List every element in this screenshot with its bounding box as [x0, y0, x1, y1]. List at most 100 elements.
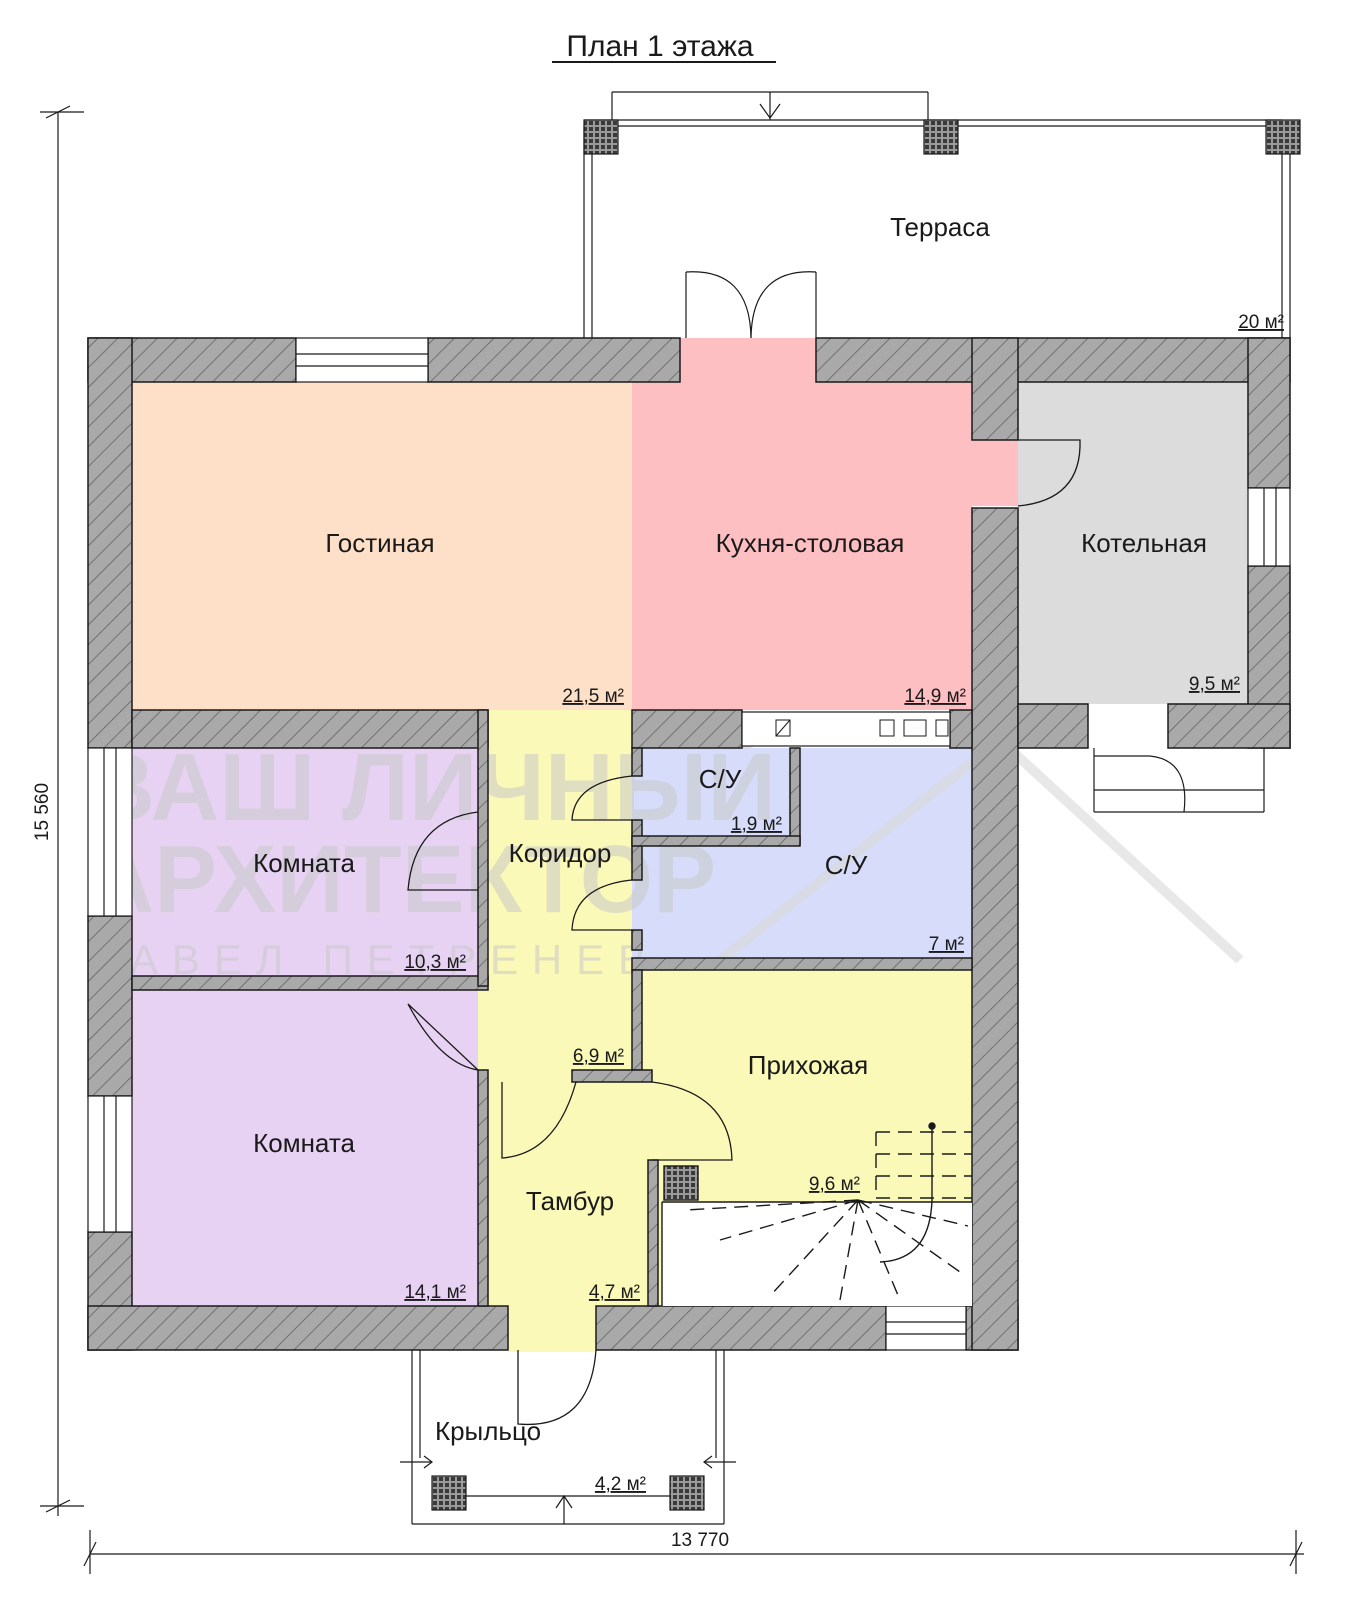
wall-wc-left-3	[631, 929, 643, 951]
watermark-line1: ВАШ ЛИЧНЫЙ	[86, 732, 776, 841]
wall-left-mid	[87, 915, 133, 1097]
door-wc-large	[571, 879, 633, 931]
wall-corridor-right-lower	[477, 1069, 489, 1307]
wall-room1-room2	[131, 975, 489, 991]
wall-wc-left	[631, 747, 643, 777]
doors	[407, 439, 1081, 1426]
walls	[87, 337, 1291, 1351]
boiler-steps	[1093, 748, 1265, 813]
room-fill-kitchen	[632, 380, 972, 710]
wall-boiler-bottom-right	[1167, 703, 1291, 749]
room-fill-kitchen-door	[970, 440, 1018, 506]
room-name-room1: Комната	[253, 848, 355, 878]
room-name-boiler: Котельная	[1081, 528, 1207, 558]
room-area-room2: 14,1 м²	[404, 1282, 466, 1303]
watermark: ВАШ ЛИЧНЫЙ АРХИТЕКТОР ПАВЕЛ ПЕТРЕНЕВ	[86, 732, 1244, 983]
door-entrance	[517, 1349, 597, 1426]
wall-left-upper	[87, 337, 133, 749]
room-name-room2: Комната	[253, 1128, 355, 1158]
wall-mid-horizontal-end	[949, 709, 973, 749]
room-name-porch: Крыльцо	[435, 1416, 541, 1446]
room-area-living: 21,5 м²	[562, 686, 624, 707]
terrace-column-left	[583, 119, 619, 155]
terrace	[583, 91, 1301, 339]
window-room2	[87, 1095, 133, 1233]
wall-mid-horizontal-left	[131, 709, 489, 749]
room-area-wc-small: 1,9 м²	[731, 814, 782, 835]
room-name-vestibule: Тамбур	[526, 1186, 614, 1216]
door-tambur-corridor	[501, 1081, 577, 1159]
room-fill-vestibule-door	[508, 1306, 596, 1352]
room-fill-boiler	[1018, 380, 1250, 704]
room-fill-room1	[132, 748, 478, 976]
room-name-kitchen: Кухня-столовая	[716, 528, 905, 558]
room-name-living: Гостиная	[325, 528, 434, 558]
door-boiler	[1017, 439, 1081, 507]
wall-wc-bottom	[631, 957, 973, 971]
wall-wc-left-2	[631, 819, 643, 881]
porch	[400, 1350, 736, 1525]
room-area-corridor: 6,9 м²	[573, 1046, 624, 1067]
watermark-line2: АРХИТЕКТОР	[86, 826, 716, 933]
room-fill-corridor	[478, 710, 632, 1070]
door-room1	[407, 811, 479, 891]
room-fill-wc-large	[632, 748, 972, 958]
wall-tambur-right	[647, 1159, 659, 1307]
room-fill-kitchen-passage	[680, 338, 816, 382]
room-name-wc-large: С/У	[825, 850, 868, 880]
room-fill-vestibule	[486, 1070, 648, 1306]
room-name-hall: Прихожая	[748, 1050, 868, 1080]
window-hall	[885, 1305, 967, 1351]
terrace-door-left-swing	[685, 271, 752, 339]
plan-title: План 1 этажа	[566, 30, 753, 63]
room-fill-living	[132, 380, 632, 710]
porch-column-right	[669, 1475, 705, 1511]
window-boiler	[1247, 487, 1291, 567]
terrace-column-mid	[923, 119, 959, 155]
window-kitchen-counter	[741, 711, 951, 747]
room-area-kitchen: 14,9 м²	[904, 686, 966, 707]
wall-top-right	[815, 337, 1291, 383]
room-name-wc-small: С/У	[699, 764, 742, 794]
watermark-line3: ПАВЕЛ ПЕТРЕНЕВ	[86, 936, 646, 983]
wall-corridor-right	[477, 709, 489, 987]
room-fill-room2	[132, 990, 478, 1306]
room-name-terrace: Терраса	[890, 212, 990, 242]
room-area-wc-large: 7 м²	[929, 934, 964, 955]
door-wc-small	[571, 775, 633, 821]
room-areas: 20 м² 21,5 м² 14,9 м² 9,5 м² 10,3 м² 6,9…	[404, 312, 1284, 1495]
wall-boiler-right-upper	[1247, 337, 1291, 489]
wall-house-right-lower	[971, 507, 1019, 1351]
stair-column	[663, 1165, 699, 1201]
room-area-vestibule: 4,7 м²	[589, 1282, 640, 1303]
wall-tambur-top	[571, 1069, 653, 1083]
windows	[87, 337, 1291, 1351]
wall-bottom-left	[87, 1305, 509, 1351]
wall-hall-left	[631, 969, 643, 1071]
room-area-terrace: 20 м²	[1238, 312, 1284, 333]
staircase	[661, 1122, 972, 1306]
wall-wc-small-bottom	[631, 835, 801, 847]
wall-boiler-bottom-left	[1017, 703, 1089, 749]
terrace-door-right-swing	[750, 271, 817, 339]
window-living	[295, 337, 429, 383]
room-area-room1: 10,3 м²	[404, 952, 466, 973]
kitchen-appliances	[775, 719, 949, 737]
room-area-hall: 9,6 м²	[809, 1174, 860, 1195]
door-hall	[651, 1081, 733, 1161]
wall-house-right-upper	[971, 337, 1019, 441]
wall-bottom-mid	[595, 1305, 887, 1351]
room-area-boiler: 9,5 м²	[1189, 674, 1240, 695]
dimension-width: 13 770	[671, 1530, 729, 1551]
wall-wc-small-right	[789, 747, 801, 845]
terrace-column-right	[1265, 119, 1301, 155]
door-room2	[407, 1003, 479, 1071]
dimension-lines	[40, 105, 1304, 1574]
wall-mid-horizontal-right	[631, 709, 743, 749]
wall-top-mid	[427, 337, 681, 383]
room-name-corridor: Коридор	[509, 838, 612, 868]
dimension-height: 15 560	[32, 783, 53, 841]
room-area-porch: 4,2 м²	[595, 1474, 646, 1495]
window-room1	[87, 747, 133, 917]
